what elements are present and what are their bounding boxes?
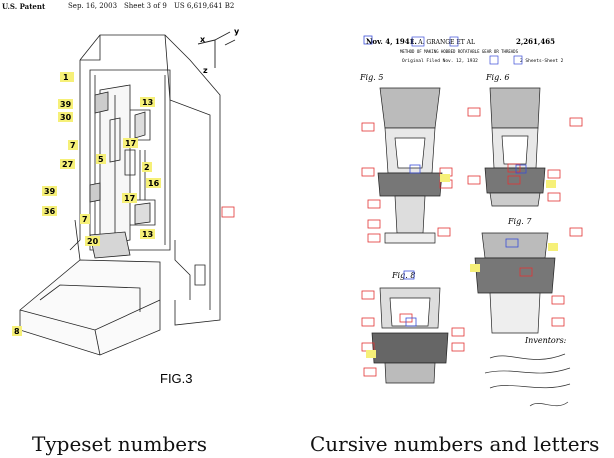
svg-text:13: 13 [142, 230, 153, 239]
typeset-label-group: 1 39 30 13 7 17 27 5 2 16 39 36 17 13 20… [12, 72, 235, 336]
typeset-label: 5 [96, 154, 106, 164]
typeset-label: 2 [142, 162, 152, 172]
header-sheets: 2 Sheets-Sheet 2 [520, 58, 564, 64]
typeset-label: 13 [140, 97, 155, 107]
fig6-drawing [484, 87, 546, 207]
typeset-label: 36 [42, 206, 57, 216]
svg-text:39: 39 [60, 100, 72, 109]
header-number: 2,261,465 [516, 37, 555, 46]
svg-text:1: 1 [63, 73, 69, 82]
svg-text:5: 5 [98, 155, 104, 164]
right-caption: Cursive numbers and letters [310, 432, 600, 456]
header-date: Nov. 4, 1941. [366, 37, 417, 46]
fig6-label: Fig. 6 [485, 73, 509, 82]
fig8-label: Fig. 8 [391, 271, 415, 280]
drawing-sheet: Nov. 4, 1941. E. A. GRANGE ET AL 2,261,4… [359, 35, 583, 407]
patent-header-sheet: Sheet 3 of 9 [124, 2, 167, 10]
patent-header-date: Sep. 16, 2003 [68, 2, 118, 10]
typeset-label: 13 [140, 229, 155, 239]
handwritten-signatures [484, 353, 571, 407]
svg-text:39: 39 [44, 187, 56, 196]
machine-drawing: y x z 1 39 30 13 7 17 27 5 2 16 39 36 17… [12, 27, 240, 386]
svg-text:30: 30 [60, 113, 72, 122]
fig5-drawing [377, 87, 443, 244]
patent-header-left: U.S. Patent [2, 2, 46, 11]
svg-text:8: 8 [14, 327, 20, 336]
header-filed: Original Filed Nov. 12, 1932 [402, 58, 478, 64]
typeset-label: 20 [85, 236, 100, 246]
svg-text:13: 13 [142, 98, 153, 107]
typeset-label: 27 [60, 159, 75, 169]
figure-label: FIG.3 [160, 371, 193, 386]
typeset-label: 1 [60, 72, 74, 82]
fig7-label: Fig. 7 [507, 217, 532, 226]
typeset-label: 7 [68, 140, 78, 150]
axis-label-z: z [203, 66, 208, 75]
svg-text:7: 7 [70, 141, 76, 150]
header-title: METHOD OF MAKING HOBBED ROTATABLE GEAR O… [400, 49, 519, 54]
fig8-drawing [371, 287, 449, 384]
right-patent-figure: Nov. 4, 1941. E. A. GRANGE ET AL 2,261,4… [340, 28, 614, 420]
typeset-label: 39 [42, 186, 57, 196]
left-caption: Typeset numbers [32, 432, 207, 456]
patent-header: Nov. 4, 1941. E. A. GRANGE ET AL 2,261,4… [363, 35, 564, 65]
svg-text:17: 17 [125, 139, 136, 148]
svg-text:36: 36 [44, 207, 56, 216]
axis-label-y: y [234, 27, 240, 36]
red-label-box [221, 206, 235, 218]
cursive-yellow-boxes [366, 174, 558, 358]
svg-text:17: 17 [124, 194, 135, 203]
svg-text:7: 7 [82, 215, 88, 224]
svg-text:16: 16 [148, 179, 160, 188]
svg-text:2: 2 [144, 163, 150, 172]
inventors-heading: Inventors: [524, 336, 567, 345]
patent-header-number: US 6,619,641 B2 [174, 2, 235, 10]
typeset-label: 17 [122, 193, 137, 203]
typeset-label: 39 [58, 99, 73, 109]
fig5-label: Fig. 5 [359, 73, 383, 82]
left-patent-figure: U.S. Patent Sep. 16, 2003 Sheet 3 of 9 U… [0, 0, 260, 420]
svg-text:27: 27 [62, 160, 73, 169]
header-inventor: E. A. GRANGE ET AL [410, 39, 475, 46]
housing-outline [79, 34, 221, 326]
svg-text:20: 20 [87, 237, 99, 246]
typeset-label: 8 [12, 326, 22, 336]
fig7-drawing [474, 232, 556, 334]
axis-label-x: x [200, 35, 206, 44]
typeset-label: 16 [146, 178, 161, 188]
typeset-label: 17 [123, 138, 138, 148]
typeset-label: 7 [80, 214, 90, 224]
typeset-label: 30 [58, 112, 73, 122]
